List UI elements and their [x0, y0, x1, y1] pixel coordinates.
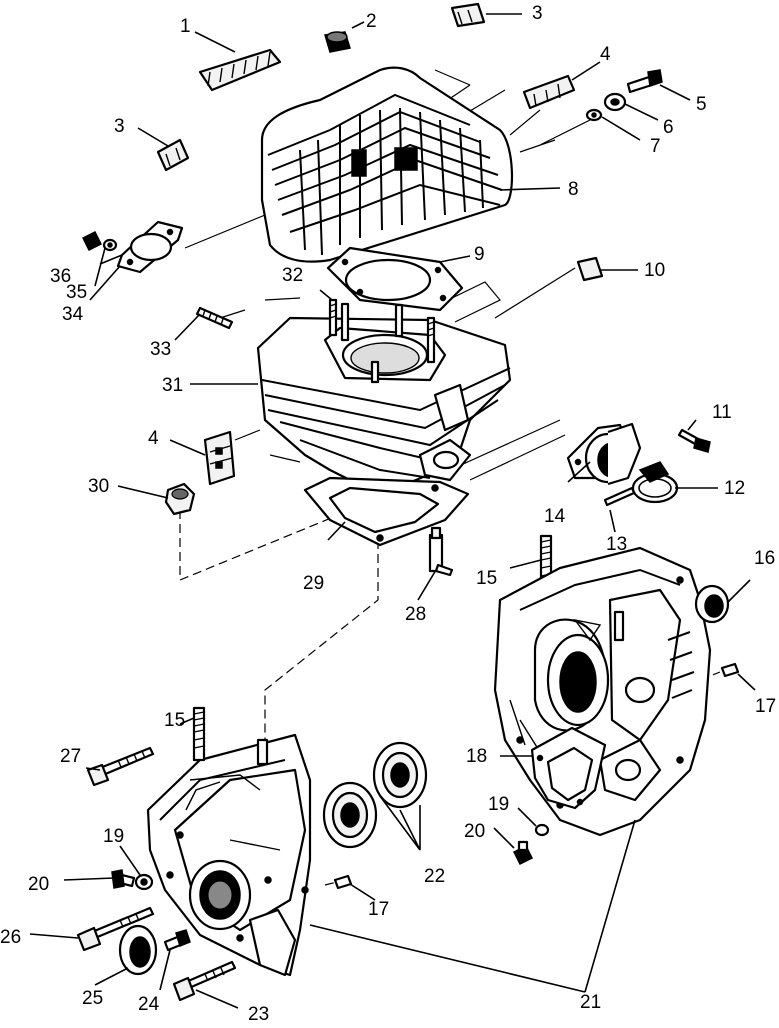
stud-33	[195, 306, 234, 330]
washer-19-left	[134, 873, 154, 891]
crankcase-left	[146, 733, 312, 977]
base-gasket-29	[303, 476, 470, 547]
callout-10: 10	[644, 260, 665, 281]
callout-4-left: 4	[148, 428, 159, 449]
callout-31: 31	[162, 375, 183, 396]
washer-7	[585, 108, 603, 122]
leader-lines	[29, 13, 756, 1009]
fin-damper-4-top	[522, 74, 576, 110]
callout-16: 16	[754, 548, 775, 569]
callout-1: 1	[180, 16, 191, 37]
bearing-22b	[372, 741, 428, 809]
oil-seal-25	[118, 924, 158, 976]
callout-34: 34	[62, 304, 84, 325]
fin-damper-3-left	[156, 138, 190, 172]
callout-9: 9	[474, 244, 485, 265]
bolt-24	[163, 929, 191, 952]
callout-30: 30	[88, 476, 109, 497]
callout-21: 21	[580, 992, 601, 1013]
bolt-long-23	[172, 960, 237, 1002]
callout-24: 24	[138, 994, 160, 1015]
crankcase-right	[493, 546, 712, 837]
callout-7: 7	[650, 136, 661, 157]
callout-labels: 1 2 3 3 4 5 6 7 8 9 10 36 35 34 33 32 31…	[0, 3, 776, 1025]
callout-32: 32	[282, 265, 303, 286]
callout-15-left: 15	[164, 710, 185, 731]
cylinder-studs-32	[328, 298, 436, 384]
bolt-20-right	[512, 840, 534, 866]
dowel-17-left	[333, 874, 353, 890]
callout-4-top: 4	[600, 44, 611, 65]
cylinder-head	[260, 66, 513, 263]
cylinder-31	[256, 316, 512, 497]
callout-36: 36	[50, 266, 71, 287]
callout-13: 13	[606, 534, 627, 555]
exhaust-gasket-34	[116, 220, 184, 274]
oil-seal-16	[694, 584, 730, 624]
callout-8: 8	[568, 179, 579, 200]
callout-23: 23	[248, 1004, 269, 1023]
callout-12: 12	[724, 478, 745, 499]
head-gasket-9	[326, 246, 464, 312]
callout-3-left: 3	[114, 116, 125, 137]
dowel-17-right	[720, 662, 740, 678]
callout-25: 25	[82, 988, 103, 1009]
callout-28: 28	[405, 604, 426, 625]
screw-11	[677, 428, 711, 453]
washer-19-right	[534, 823, 550, 837]
stud-15-left	[192, 706, 206, 762]
fin-damper-1	[198, 48, 282, 92]
callout-26: 26	[0, 927, 21, 948]
callout-17-right: 17	[755, 696, 776, 717]
bolt-long-26	[76, 906, 155, 952]
callout-33: 33	[150, 339, 171, 360]
flange-bolt-27	[86, 746, 155, 787]
clamp-12	[631, 461, 679, 504]
fin-damper-4-left	[203, 430, 236, 486]
bolt-5	[626, 69, 663, 94]
callout-11: 11	[712, 402, 732, 423]
callout-27: 27	[60, 746, 81, 767]
callout-15-right: 15	[476, 568, 497, 589]
callout-2: 2	[366, 11, 377, 32]
alignment-guides	[179, 69, 721, 886]
callout-5: 5	[696, 94, 707, 115]
crankcase-gasket-18	[530, 726, 607, 810]
bolt-20-left	[111, 869, 136, 889]
washer-6	[603, 92, 627, 112]
callout-14: 14	[544, 506, 566, 527]
impulse-fitting-28	[428, 526, 454, 577]
bearing-22a	[322, 781, 378, 849]
lock-washer-35	[102, 238, 118, 252]
callout-6: 6	[663, 117, 674, 138]
nut-30	[164, 482, 196, 516]
callout-20-left: 20	[28, 874, 49, 895]
callout-17-left: 17	[368, 899, 389, 920]
intake-flange-14	[566, 422, 642, 486]
callout-29: 29	[303, 573, 324, 594]
callout-19-left: 19	[103, 826, 124, 847]
callout-19-right: 19	[488, 794, 509, 815]
callout-3-top: 3	[532, 3, 543, 24]
callout-20-right: 20	[464, 821, 485, 842]
callout-18: 18	[466, 746, 487, 767]
callout-22: 22	[424, 866, 445, 887]
fin-damper-3-top	[450, 2, 486, 28]
stud-13	[603, 486, 636, 507]
fin-damper-10	[576, 256, 604, 282]
head-nut-2	[324, 31, 351, 53]
nut-36	[81, 230, 103, 252]
callout-35: 35	[66, 282, 87, 303]
